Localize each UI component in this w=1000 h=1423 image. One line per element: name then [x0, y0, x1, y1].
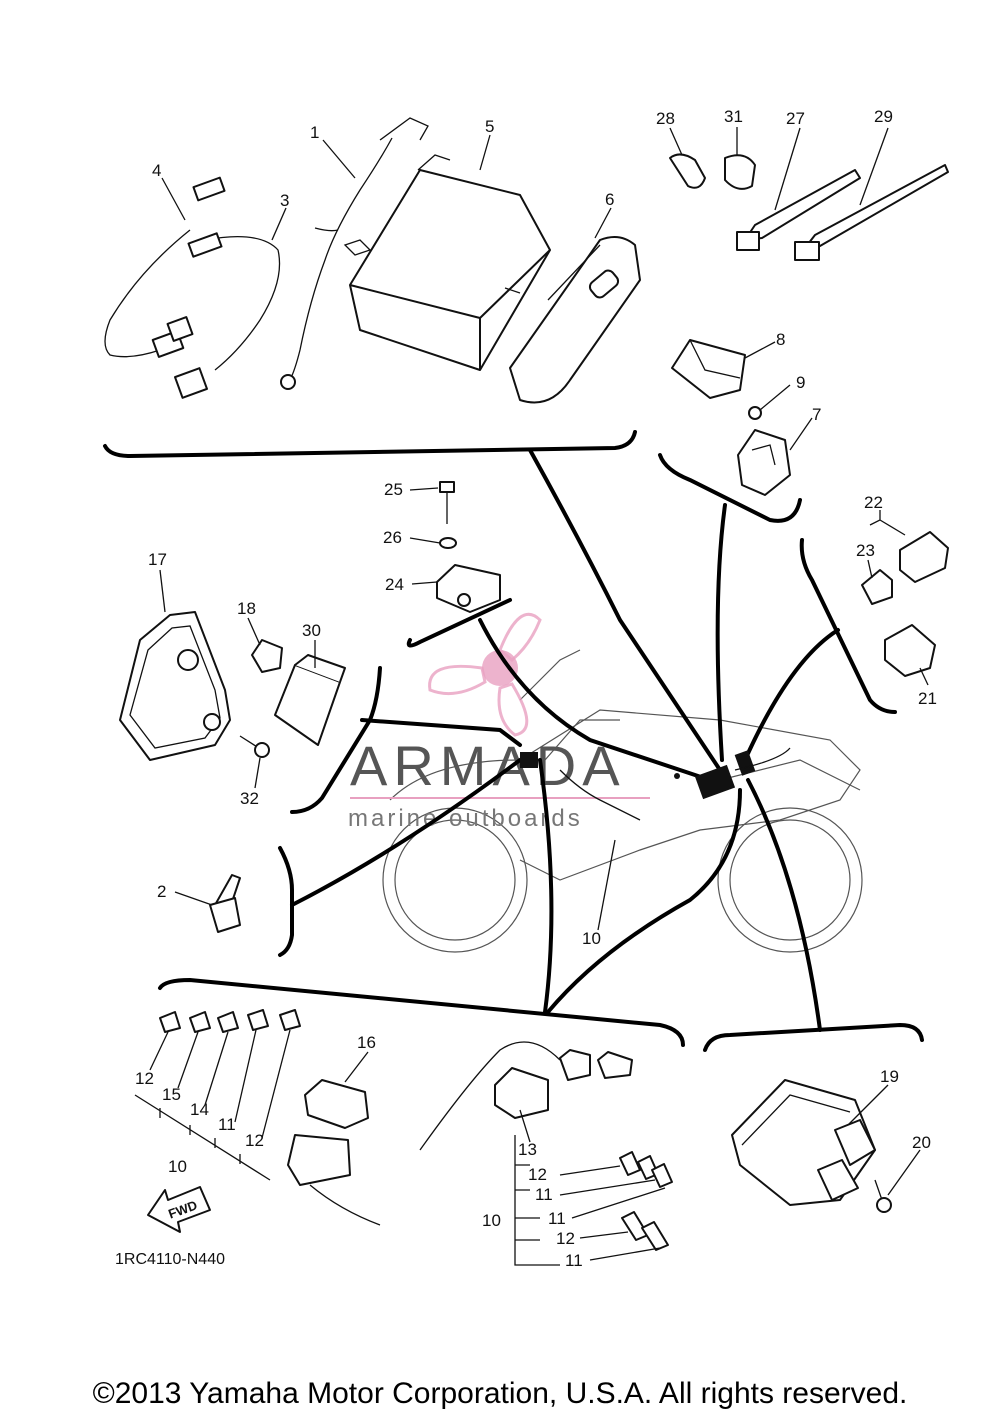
callout-11-fuse: 11: [218, 1115, 236, 1134]
callout-16: 16: [357, 1033, 376, 1052]
battery: [343, 154, 551, 371]
callout-27: 27: [786, 109, 805, 128]
callout-23: 23: [856, 541, 875, 560]
callout-12-fuse-b: 12: [245, 1131, 264, 1150]
sensor: [209, 874, 241, 933]
callout-14: 14: [190, 1100, 209, 1119]
watermark-name: ARMADA: [350, 734, 626, 797]
callout-5: 5: [485, 117, 494, 136]
callout-20: 20: [912, 1133, 931, 1152]
battery-band: [509, 235, 641, 404]
callout-24: 24: [385, 575, 404, 594]
callout-labels: 1 2 3 4 5 6 7 8 9 10 10 10 11 11 11 11 1…: [135, 107, 937, 1270]
battery-cable: [280, 117, 429, 390]
callout-10-harness: 10: [582, 929, 601, 948]
callout-7: 7: [812, 405, 821, 424]
callout-21: 21: [918, 689, 937, 708]
callout-18: 18: [237, 599, 256, 618]
callout-22: 22: [864, 493, 883, 512]
callout-32: 32: [240, 789, 259, 808]
callout-11-sub-c: 11: [565, 1251, 583, 1270]
relays: [861, 531, 949, 677]
callout-2: 2: [157, 882, 166, 901]
callout-25: 25: [384, 480, 403, 499]
callout-13: 13: [518, 1140, 537, 1159]
fuse-box: [134, 1009, 381, 1226]
callout-8: 8: [776, 330, 785, 349]
clamps-and-bands: [669, 153, 949, 261]
callout-15: 15: [162, 1085, 181, 1104]
callout-29: 29: [874, 107, 893, 126]
ecu-bracket: [119, 611, 346, 761]
group-brackets: [103, 430, 924, 1052]
callout-9: 9: [796, 373, 805, 392]
leader-lines: [149, 127, 929, 1261]
diagram-code: 1RC4110-N440: [115, 1251, 225, 1268]
callout-17: 17: [148, 550, 167, 569]
callout-6: 6: [605, 190, 614, 209]
harness-lines: [290, 448, 840, 1032]
callout-12-sub-b: 12: [556, 1229, 575, 1248]
callout-12-fuse-a: 12: [135, 1069, 154, 1088]
watermark: ARMADA marine outboards: [348, 612, 650, 832]
callout-26: 26: [383, 528, 402, 547]
lead-wires: [104, 176, 281, 399]
callout-19: 19: [880, 1067, 899, 1086]
copyright-notice: ©2013 Yamaha Motor Corporation, U.S.A. A…: [92, 1377, 908, 1410]
callout-30: 30: [302, 621, 321, 640]
callout-28: 28: [656, 109, 675, 128]
callout-31: 31: [724, 107, 743, 126]
callout-10-fuse: 10: [168, 1157, 187, 1176]
watermark-tagline: marine outboards: [348, 805, 583, 832]
rectifier-regulator: [731, 1079, 892, 1213]
harness-connectors: [419, 1041, 673, 1266]
callout-11-sub-b: 11: [548, 1209, 566, 1228]
callout-12-sub-a: 12: [528, 1165, 547, 1184]
starter-relay: [671, 339, 791, 496]
fwd-arrow-icon: FWD: [147, 1186, 211, 1233]
bracket-bolt: [436, 481, 501, 613]
callout-1: 1: [310, 123, 319, 142]
callout-4: 4: [152, 161, 161, 180]
callout-10-sub: 10: [482, 1211, 501, 1230]
callout-3: 3: [280, 191, 289, 210]
motorcycle-outline: [382, 649, 863, 953]
callout-11-sub-a: 11: [535, 1185, 553, 1204]
